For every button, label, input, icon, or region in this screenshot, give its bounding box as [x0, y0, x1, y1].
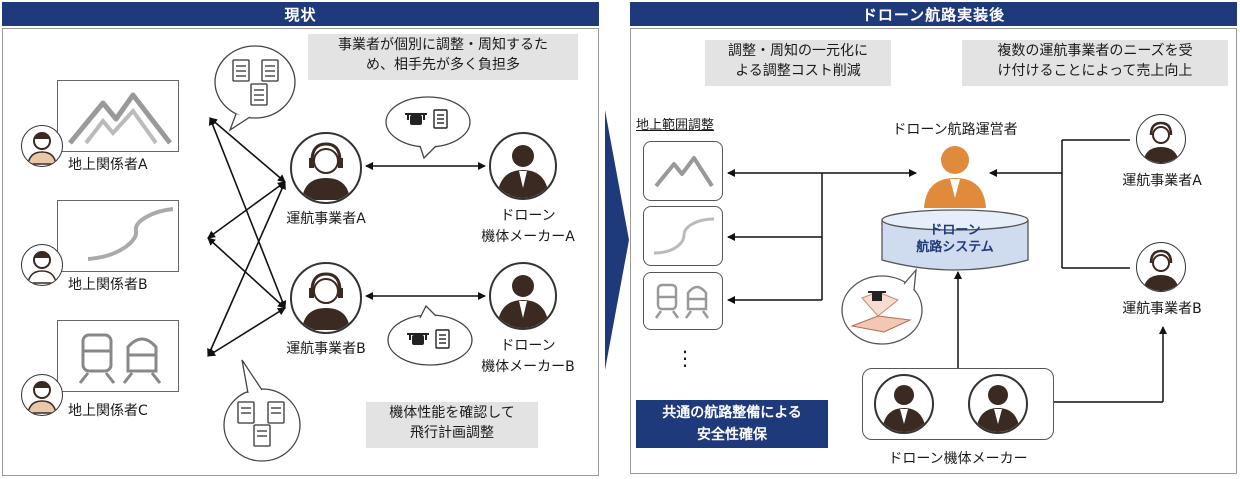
- route-visual-bubble: [841, 268, 923, 345]
- route-system-cylinder: [881, 209, 1029, 271]
- mountain-icon: [68, 92, 172, 145]
- maker-label-a: ドローン 機体メーカーA: [468, 206, 588, 248]
- drone-icon: [407, 333, 429, 345]
- maker-line: 機体メーカーA: [481, 229, 575, 245]
- system-line: 航路システム: [916, 240, 994, 255]
- note-line: よる調整コスト削減: [735, 63, 861, 79]
- safety-box: 共通の航路整備による 安全性確保: [636, 400, 828, 448]
- drone-icon: [405, 113, 427, 125]
- mountain-icon: [654, 156, 714, 188]
- right-panel-header: ドローン航路実装後: [630, 2, 1237, 26]
- headset-operator-icon: [302, 142, 350, 200]
- operator-b: [290, 262, 362, 334]
- left-panel-header: 現状: [2, 2, 599, 26]
- safety-line: 安全性確保: [697, 427, 767, 443]
- note-line: 調整・周知の一元化に: [728, 43, 868, 59]
- document-icon: [237, 401, 285, 447]
- headset-operator-icon: [1143, 121, 1179, 163]
- road-icon: [653, 217, 715, 255]
- ground-person-b: [21, 244, 63, 286]
- mountain-image: [57, 80, 179, 152]
- drone-bubble-bottom: [387, 304, 473, 366]
- right-maker-a: [874, 374, 934, 434]
- businessman-icon: [497, 145, 549, 198]
- headset-operator-icon: [1143, 249, 1179, 291]
- maker-a: [489, 132, 557, 200]
- transition-arrow: [605, 110, 629, 370]
- document-icon: [433, 109, 448, 129]
- route-operator-label: ドローン航路運営者: [892, 122, 1018, 138]
- right-maker-b: [968, 374, 1028, 434]
- ground-label-b: 地上関係者B: [68, 277, 148, 293]
- right-operator-b: [1136, 242, 1186, 292]
- left-header-text: 現状: [284, 5, 317, 24]
- route-operator-icon: [924, 146, 986, 208]
- train-icon: [78, 333, 162, 384]
- right-header-text: ドローン航路実装後: [861, 5, 1006, 24]
- note-line: け付けることによって売上向上: [997, 63, 1193, 79]
- left-note-bottom: 機体性能を確認して 飛行計画調整: [366, 402, 538, 448]
- right-operator-label-b: 運航事業者B: [1122, 301, 1202, 317]
- operator-label-a: 運航事業者A: [286, 211, 366, 227]
- document-icon: [435, 329, 450, 349]
- right-operator-a: [1136, 114, 1186, 164]
- ground-person-c: [21, 374, 63, 416]
- doc-bubble-top: [214, 45, 296, 132]
- maker-line: 機体メーカーB: [481, 359, 575, 375]
- left-note-top: 事業者が個別に調整・周知するた め、相手先が多く負担多: [308, 34, 578, 80]
- document-icon: [232, 59, 279, 106]
- businessman-icon: [976, 385, 1020, 432]
- maker-group-label: ドローン機体メーカー: [888, 451, 1028, 467]
- ground-person-a: [21, 125, 63, 167]
- right-operator-label-a: 運航事業者A: [1122, 173, 1202, 189]
- system-line: ドローン: [929, 223, 981, 238]
- safety-line: 共通の航路整備による: [662, 405, 802, 421]
- operator-a: [290, 132, 362, 204]
- maker-label-b: ドローン 機体メーカーB: [468, 336, 588, 378]
- person-icon: [27, 381, 57, 414]
- doc-bubble-bottom: [223, 359, 301, 462]
- right-note-right: 複数の運航事業者のニーズを受 け付けることによって売上向上: [962, 40, 1228, 86]
- headset-operator-icon: [302, 272, 350, 330]
- businessman-icon: [497, 275, 549, 328]
- road-icon: [87, 207, 174, 261]
- note-line: 事業者が個別に調整・周知するた: [338, 37, 548, 53]
- road-image: [57, 200, 179, 272]
- note-line: 機体性能を確認して: [389, 405, 515, 421]
- note-line: 飛行計画調整: [410, 425, 494, 441]
- businessman-icon: [882, 385, 926, 432]
- ground-box-road: [643, 206, 723, 266]
- ground-range-title: 地上範囲調整: [636, 118, 715, 133]
- drone-bubble-top: [385, 96, 471, 160]
- ground-label-c: 地上関係者C: [68, 403, 148, 419]
- maker-b: [489, 262, 557, 330]
- drone-icon: [868, 291, 886, 301]
- ground-box-mountain: [643, 141, 723, 201]
- right-note-left: 調整・周知の一元化に よる調整コスト削減: [705, 40, 891, 86]
- train-icon: [654, 283, 710, 319]
- ground-ellipsis: ⋮: [675, 346, 695, 370]
- person-icon: [27, 132, 57, 165]
- person-icon: [27, 251, 57, 284]
- ground-box-train: [643, 272, 723, 330]
- operator-label-b: 運航事業者B: [286, 341, 366, 357]
- train-image: [57, 320, 179, 392]
- note-line: 複数の運航事業者のニーズを受: [997, 43, 1193, 59]
- maker-line: ドローン: [500, 338, 556, 354]
- ground-label-a: 地上関係者A: [68, 157, 148, 173]
- note-line: め、相手先が多く負担多: [366, 57, 520, 73]
- maker-line: ドローン: [500, 208, 556, 224]
- system-label: ドローン 航路システム: [895, 222, 1015, 256]
